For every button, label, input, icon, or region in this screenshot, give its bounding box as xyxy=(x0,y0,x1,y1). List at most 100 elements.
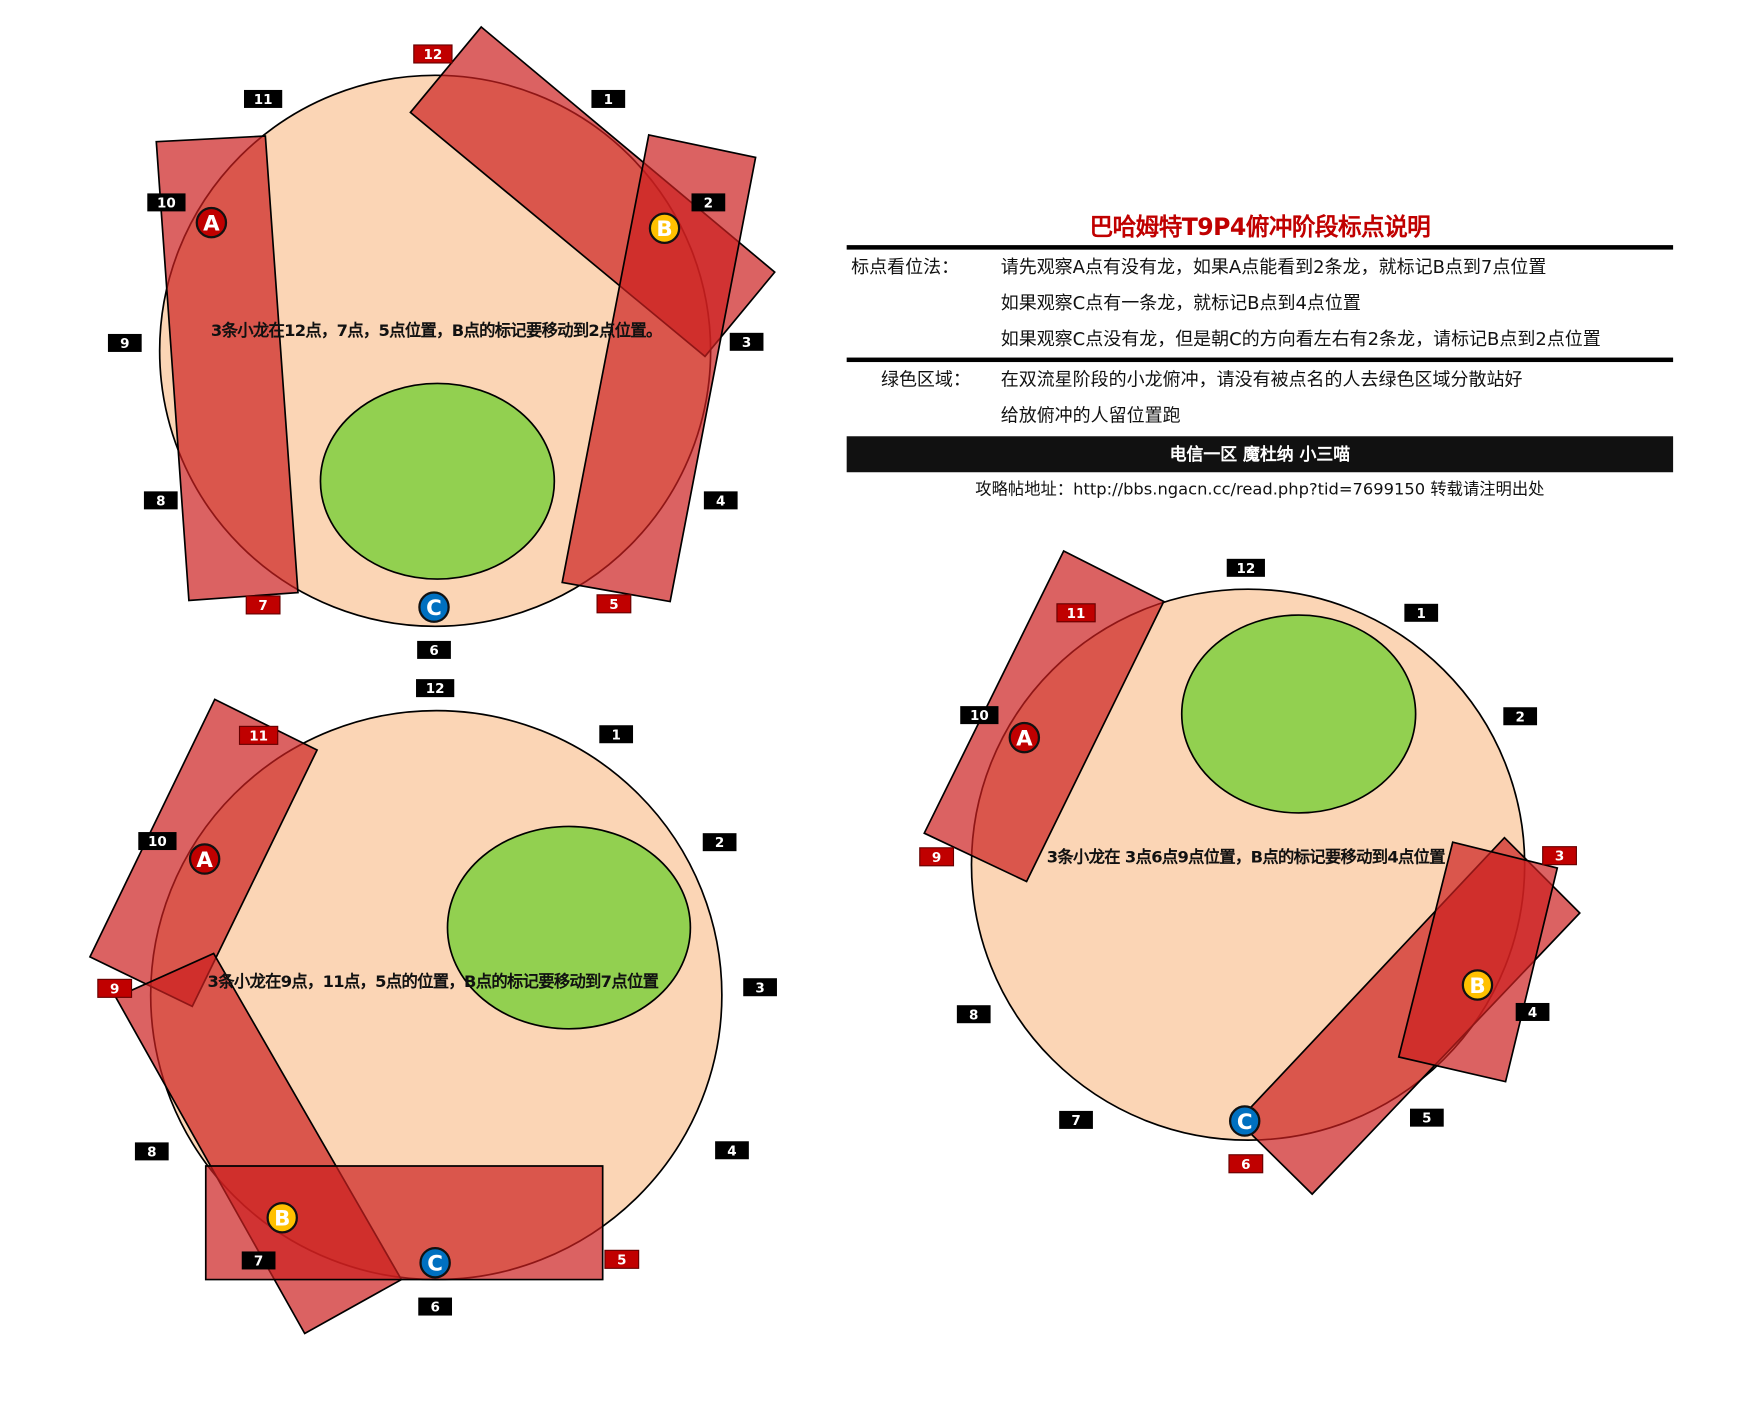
clock-label-box xyxy=(418,1297,453,1316)
clock-label-box xyxy=(238,725,279,745)
marker-a-icon xyxy=(1008,721,1041,754)
clock-label-box xyxy=(416,679,455,698)
clock-label-12: 12 xyxy=(424,47,443,63)
dragon-dive-zone xyxy=(1397,841,1559,1083)
clock-label-6: 6 xyxy=(429,643,438,659)
clock-label-box xyxy=(1409,1108,1444,1127)
clock-label-box xyxy=(591,89,626,108)
clock-label-box xyxy=(956,1005,991,1024)
marking-label: 标点看位法： xyxy=(851,256,960,278)
marker-c-label: C xyxy=(427,1252,443,1277)
clock-label-2: 2 xyxy=(1515,709,1524,725)
clock-label-box xyxy=(1542,846,1577,866)
clock-label-box xyxy=(1515,1002,1550,1021)
clock-label-4: 4 xyxy=(1528,1005,1537,1021)
green-line: 给放俯冲的人留位置跑 xyxy=(1000,404,1181,427)
marking-line: 如果观察C点没有龙，但是朝C的方向看左右有2条龙，请标记B点到2点位置 xyxy=(1000,328,1601,350)
clock-label-box xyxy=(960,706,999,725)
marker-b-icon xyxy=(648,212,681,244)
clock-label-box xyxy=(147,193,186,212)
clock-label-11: 11 xyxy=(249,728,268,744)
marking-row-2: 如果观察C点有一条龙，就标记B点到4点位置 xyxy=(847,286,1673,322)
arena-diagram-2: 1212345678910113条小龙在9点，11点，5点的位置，B点的标记要移… xyxy=(88,679,777,1335)
marking-line: 请先观察A点有没有龙，如果A点能看到2条龙，就标记B点到7点位置 xyxy=(1000,256,1547,278)
clock-label-10: 10 xyxy=(148,834,167,850)
clock-label-box xyxy=(1228,1154,1264,1174)
clock-label-box xyxy=(134,1142,169,1161)
clock-label-10: 10 xyxy=(970,708,989,724)
diagram-caption: 3条小龙在12点，7点，5点位置，B点的标记要移动到2点位置。 xyxy=(211,321,662,340)
clock-label-box xyxy=(599,725,634,744)
clock-label-5: 5 xyxy=(617,1252,626,1268)
clock-label-8: 8 xyxy=(147,1144,156,1160)
green-row-1: 绿色区域： 在双流星阶段的小龙俯冲，请没有被点名的人去绿色区域分散站好 xyxy=(847,362,1673,398)
clock-label-6: 6 xyxy=(1241,1157,1250,1173)
marker-a-label: A xyxy=(196,848,213,873)
clock-label-7: 7 xyxy=(258,598,267,614)
clock-label-box xyxy=(241,1251,276,1270)
clock-label-8: 8 xyxy=(969,1007,978,1023)
marker-b-label: B xyxy=(1469,974,1485,999)
clock-label-9: 9 xyxy=(932,850,941,866)
clock-label-box xyxy=(743,978,777,997)
clock-label-1: 1 xyxy=(1417,606,1426,622)
marker-b-label: B xyxy=(656,217,672,242)
marker-b-icon xyxy=(266,1201,298,1234)
marker-a-label: A xyxy=(1016,726,1033,751)
green-zone xyxy=(1180,614,1417,814)
explanation-panel: 巴哈姆特T9P4俯冲阶段标点说明 标点看位法： 请先观察A点有没有龙，如果A点能… xyxy=(846,209,1674,508)
author-bar: 电信一区 魔杜纳 小三喵 xyxy=(846,436,1674,473)
marker-a-icon xyxy=(188,843,221,875)
clock-label-box xyxy=(604,1249,640,1269)
clock-label-box xyxy=(143,491,178,510)
marker-c-icon xyxy=(418,591,450,623)
marker-c-icon xyxy=(419,1246,451,1279)
marking-line: 如果观察C点有一条龙，就标记B点到4点位置 xyxy=(1000,292,1361,314)
clock-label-4: 4 xyxy=(716,493,725,509)
clock-label-3: 3 xyxy=(1555,849,1564,865)
dragon-dive-zone xyxy=(204,1165,604,1281)
clock-label-box xyxy=(107,333,142,352)
clock-label-box xyxy=(1404,603,1439,622)
clock-label-7: 7 xyxy=(254,1254,263,1270)
clock-label-5: 5 xyxy=(609,597,618,613)
clock-label-1: 1 xyxy=(604,92,613,108)
clock-label-9: 9 xyxy=(110,981,119,997)
clock-label-box xyxy=(97,978,133,998)
clock-label-1: 1 xyxy=(611,727,620,743)
clock-label-box xyxy=(245,595,281,615)
clock-label-box xyxy=(1059,1110,1093,1129)
green-zone xyxy=(319,382,556,580)
source-link: 攻略帖地址：http://bbs.ngacn.cc/read.php?tid=7… xyxy=(975,481,1545,500)
clock-label-box xyxy=(417,640,451,659)
dragon-dive-zone xyxy=(561,133,757,603)
clock-label-box xyxy=(919,847,955,867)
clock-label-box xyxy=(702,833,737,852)
marker-c-label: C xyxy=(426,596,442,621)
dragon-dive-zone xyxy=(155,135,299,602)
clock-label-2: 2 xyxy=(704,195,713,211)
clock-label-11: 11 xyxy=(254,92,273,108)
green-line: 在双流星阶段的小龙俯冲，请没有被点名的人去绿色区域分散站好 xyxy=(1000,368,1523,391)
clock-label-box xyxy=(715,1141,749,1160)
marker-c-label: C xyxy=(1237,1110,1253,1135)
clock-label-2: 2 xyxy=(715,835,724,851)
divider xyxy=(846,357,1674,363)
marking-row-1: 标点看位法： 请先观察A点有没有龙，如果A点能看到2条龙，就标记B点到7点位置 xyxy=(847,250,1673,286)
clock-label-box xyxy=(729,332,764,351)
clock-label-4: 4 xyxy=(727,1143,736,1159)
arena-diagram-1: 1212345678910113条小龙在12点，7点，5点位置，B点的标记要移动… xyxy=(107,25,776,659)
marker-a-icon xyxy=(195,206,228,239)
clock-label-box xyxy=(413,44,453,64)
marker-c-icon xyxy=(1228,1105,1261,1137)
clock-label-box xyxy=(243,89,283,108)
marker-b-label: B xyxy=(274,1207,290,1232)
marker-b-icon xyxy=(1461,969,1494,1001)
marking-row-3: 如果观察C点没有龙，但是朝C的方向看左右有2条龙，请标记B点到2点位置 xyxy=(847,322,1673,358)
clock-label-9: 9 xyxy=(120,336,129,352)
clock-label-10: 10 xyxy=(157,195,176,211)
clock-label-box xyxy=(1503,707,1538,726)
clock-label-box xyxy=(138,832,177,851)
